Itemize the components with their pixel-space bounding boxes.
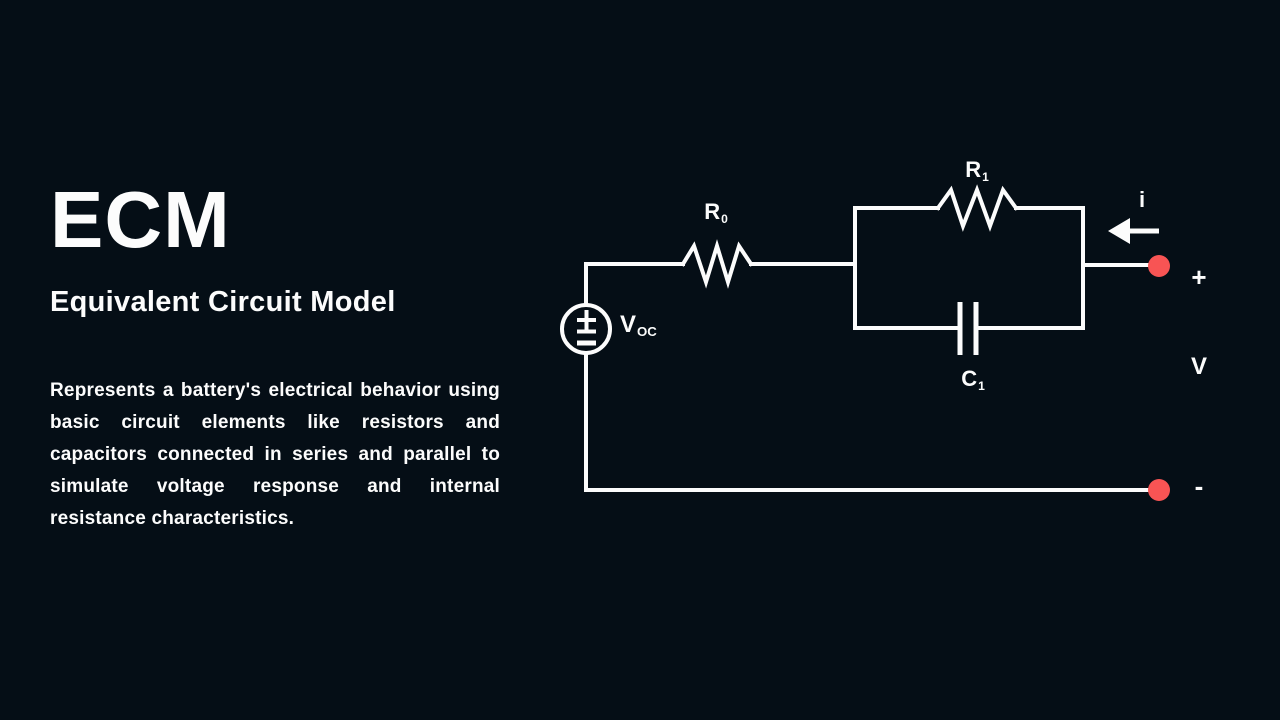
box-top-right-wire — [1014, 206, 1085, 330]
wire-source-to-r0 — [584, 262, 685, 307]
capacitor-c1-symbol — [957, 302, 979, 355]
negative-terminal-dot — [1148, 479, 1170, 501]
box-left-top-wire — [853, 206, 940, 330]
voltage-source-icon — [560, 303, 612, 355]
page-title: ECM — [50, 175, 231, 264]
r0-label: R0 — [704, 199, 728, 226]
c1-label: C1 — [961, 366, 985, 393]
resistor-r0-symbol — [680, 239, 754, 289]
negative-terminal-label: - — [1194, 471, 1204, 501]
intro-panel: ECM Equivalent Circuit Model Represents … — [50, 180, 500, 535]
current-label: i — [1138, 187, 1146, 212]
positive-terminal-label: + — [1191, 262, 1207, 292]
voc-label: VOC — [620, 311, 657, 339]
current-arrow-icon — [1108, 218, 1159, 244]
description-text: Represents a battery's electrical behavi… — [50, 380, 500, 529]
resistor-r1-symbol — [935, 184, 1019, 232]
subtitle: Equivalent Circuit Model — [50, 286, 396, 318]
wire-source-to-negative-terminal — [584, 351, 1154, 492]
voltage-label: V — [1190, 353, 1208, 380]
positive-terminal-dot — [1148, 255, 1170, 277]
r1-label: R1 — [965, 157, 989, 184]
